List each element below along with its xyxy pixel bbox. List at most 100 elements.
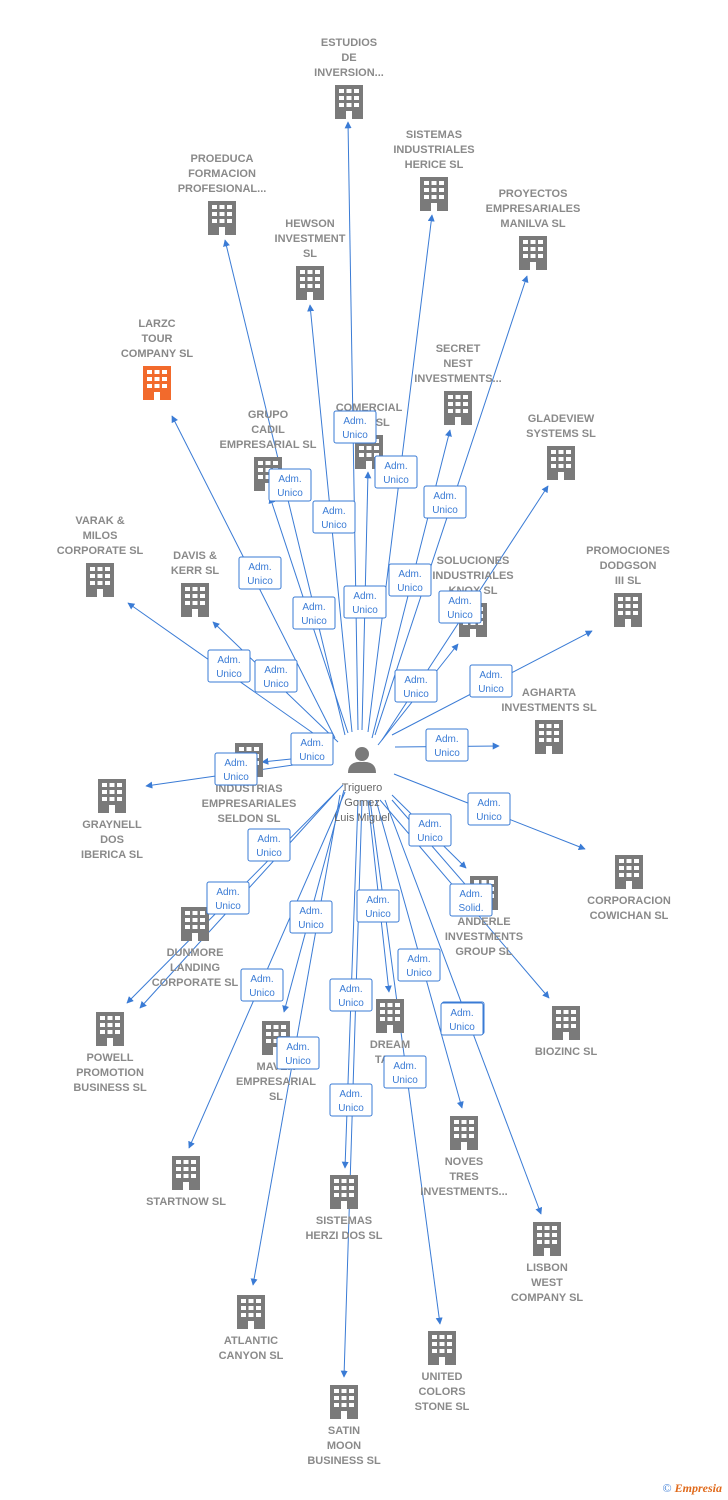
- company-label[interactable]: LARZC: [138, 318, 175, 330]
- company-label[interactable]: SELDON SL: [218, 813, 281, 825]
- company-label[interactable]: NOVES: [445, 1156, 484, 1168]
- company-node-startnow[interactable]: STARTNOW SL: [146, 1156, 226, 1208]
- company-label[interactable]: LANDING: [170, 962, 220, 974]
- company-label[interactable]: POWELL: [86, 1052, 133, 1064]
- company-node-sistemas-herice[interactable]: SISTEMAS INDUSTRIALES HERICE SL: [393, 129, 475, 211]
- company-label[interactable]: UNITED: [422, 1371, 463, 1383]
- role-badge[interactable]: Adm.Unico: [440, 1002, 484, 1036]
- company-label[interactable]: DODGSON: [600, 560, 657, 572]
- role-badge[interactable]: Adm.Unico: [289, 900, 333, 934]
- company-label[interactable]: INVESTMENTS SL: [501, 702, 597, 714]
- company-node-united-colors[interactable]: UNITED COLORS STONE SL: [415, 1331, 470, 1413]
- company-label[interactable]: INVESTMENTS...: [414, 373, 501, 385]
- company-label[interactable]: HERZI DOS SL: [305, 1230, 382, 1242]
- role-badge[interactable]: Adm.Unico: [397, 948, 441, 982]
- company-node-larzc[interactable]: LARZC TOUR COMPANY SL: [121, 318, 194, 400]
- company-label[interactable]: MOON: [327, 1440, 361, 1452]
- company-label[interactable]: CANYON SL: [219, 1350, 284, 1362]
- role-badge[interactable]: Adm.Unico: [238, 556, 282, 590]
- company-label[interactable]: PROMOTION: [76, 1067, 144, 1079]
- company-label[interactable]: EMPRESARIAL SL: [220, 439, 317, 451]
- company-label[interactable]: SISTEMAS: [406, 129, 462, 141]
- role-badge[interactable]: Adm.Unico: [356, 889, 400, 923]
- company-label[interactable]: HERICE SL: [405, 159, 464, 171]
- company-label[interactable]: MANILVA SL: [500, 218, 565, 230]
- company-node-gladeview[interactable]: GLADEVIEW SYSTEMS SL: [526, 413, 596, 480]
- role-badge[interactable]: Adm.Unico: [268, 468, 312, 502]
- role-badge[interactable]: Adm.Unico: [467, 792, 511, 826]
- company-label[interactable]: SOLUCIONES: [437, 555, 510, 567]
- company-label[interactable]: CORPORATE SL: [57, 545, 144, 557]
- company-label[interactable]: AGHARTA: [522, 687, 576, 699]
- company-label[interactable]: NEST: [443, 358, 473, 370]
- company-label[interactable]: GLADEVIEW: [528, 413, 595, 425]
- role-badge[interactable]: Adm.Solid.: [449, 883, 493, 917]
- company-label[interactable]: STONE SL: [415, 1401, 470, 1413]
- company-label[interactable]: INDUSTRIALES: [393, 144, 474, 156]
- role-badge[interactable]: Adm.Unico: [290, 732, 334, 766]
- company-label[interactable]: KERR SL: [171, 565, 220, 577]
- role-badge[interactable]: Adm.Unico: [207, 649, 251, 683]
- company-label[interactable]: ANDERLE: [457, 916, 510, 928]
- company-label[interactable]: INDUSTRIALES: [432, 570, 513, 582]
- role-badge[interactable]: Adm.Unico: [292, 596, 336, 630]
- role-badge[interactable]: Adm.Unico: [247, 828, 291, 862]
- company-label[interactable]: PROEDUCA: [191, 153, 254, 165]
- company-label[interactable]: EMPRESARIAL: [236, 1076, 316, 1088]
- role-badge[interactable]: Adm.Unico: [206, 881, 250, 915]
- company-node-proyectos-manilva[interactable]: PROYECTOS EMPRESARIALES MANILVA SL: [486, 188, 581, 270]
- company-label[interactable]: DOS: [100, 834, 124, 846]
- company-label[interactable]: FORMACION: [188, 168, 256, 180]
- company-label[interactable]: INVESTMENTS: [445, 931, 523, 943]
- company-label[interactable]: COWICHAN SL: [590, 910, 669, 922]
- company-label[interactable]: LISBON: [526, 1262, 568, 1274]
- person-name-label[interactable]: Gomez: [344, 797, 379, 809]
- company-label[interactable]: VARAK &: [75, 515, 124, 527]
- company-label[interactable]: PROFESIONAL...: [178, 183, 267, 195]
- company-label[interactable]: COMPANY SL: [121, 348, 194, 360]
- company-label[interactable]: COLORS: [418, 1386, 465, 1398]
- company-label[interactable]: DUNMORE: [167, 947, 224, 959]
- person-name-label[interactable]: Luis Miguel: [334, 812, 390, 824]
- role-badge[interactable]: Adm.Unico: [254, 659, 298, 693]
- person-name-label[interactable]: Triguero: [342, 782, 383, 794]
- role-badge[interactable]: Adm.Unico: [214, 752, 258, 786]
- company-label[interactable]: DREAM: [370, 1039, 410, 1051]
- role-badge[interactable]: Adm.Unico: [425, 728, 469, 762]
- role-badge[interactable]: Adm.Unico: [276, 1036, 320, 1070]
- company-node-biozinc[interactable]: BIOZINC SL: [535, 1006, 598, 1058]
- company-label[interactable]: MILOS: [83, 530, 118, 542]
- company-label[interactable]: STARTNOW SL: [146, 1196, 226, 1208]
- role-badge[interactable]: Adm.Unico: [343, 585, 387, 619]
- company-label[interactable]: SYSTEMS SL: [526, 428, 596, 440]
- company-label[interactable]: EMPRESARIALES: [202, 798, 297, 810]
- company-label[interactable]: CADIL: [251, 424, 285, 436]
- company-label[interactable]: GROUP SL: [455, 946, 513, 958]
- company-label[interactable]: EMPRESARIALES: [486, 203, 581, 215]
- company-label[interactable]: ESTUDIOS: [321, 37, 377, 49]
- company-label[interactable]: TOUR: [142, 333, 173, 345]
- company-label[interactable]: III SL: [615, 575, 642, 587]
- role-badge[interactable]: Adm.Unico: [408, 813, 452, 847]
- role-badge[interactable]: Adm.Unico: [469, 664, 513, 698]
- company-label[interactable]: IBERICA SL: [81, 849, 143, 861]
- company-label[interactable]: SL: [269, 1091, 283, 1103]
- role-badge[interactable]: Adm.Unico: [423, 485, 467, 519]
- company-label[interactable]: GRUPO: [248, 409, 289, 421]
- company-label[interactable]: PROYECTOS: [499, 188, 568, 200]
- company-label[interactable]: BUSINESS SL: [307, 1455, 381, 1467]
- company-label[interactable]: SISTEMAS: [316, 1215, 372, 1227]
- role-badge[interactable]: Adm.Unico: [333, 410, 377, 444]
- company-label[interactable]: BIOZINC SL: [535, 1046, 598, 1058]
- role-badge[interactable]: Adm.Unico: [312, 500, 356, 534]
- company-node-noves-tres[interactable]: NOVESTRESINVESTMENTS...: [420, 1116, 508, 1198]
- company-label[interactable]: TRES: [449, 1171, 478, 1183]
- company-node-agharta[interactable]: AGHARTA INVESTMENTS SL: [501, 687, 597, 754]
- company-label[interactable]: HEWSON: [285, 218, 335, 230]
